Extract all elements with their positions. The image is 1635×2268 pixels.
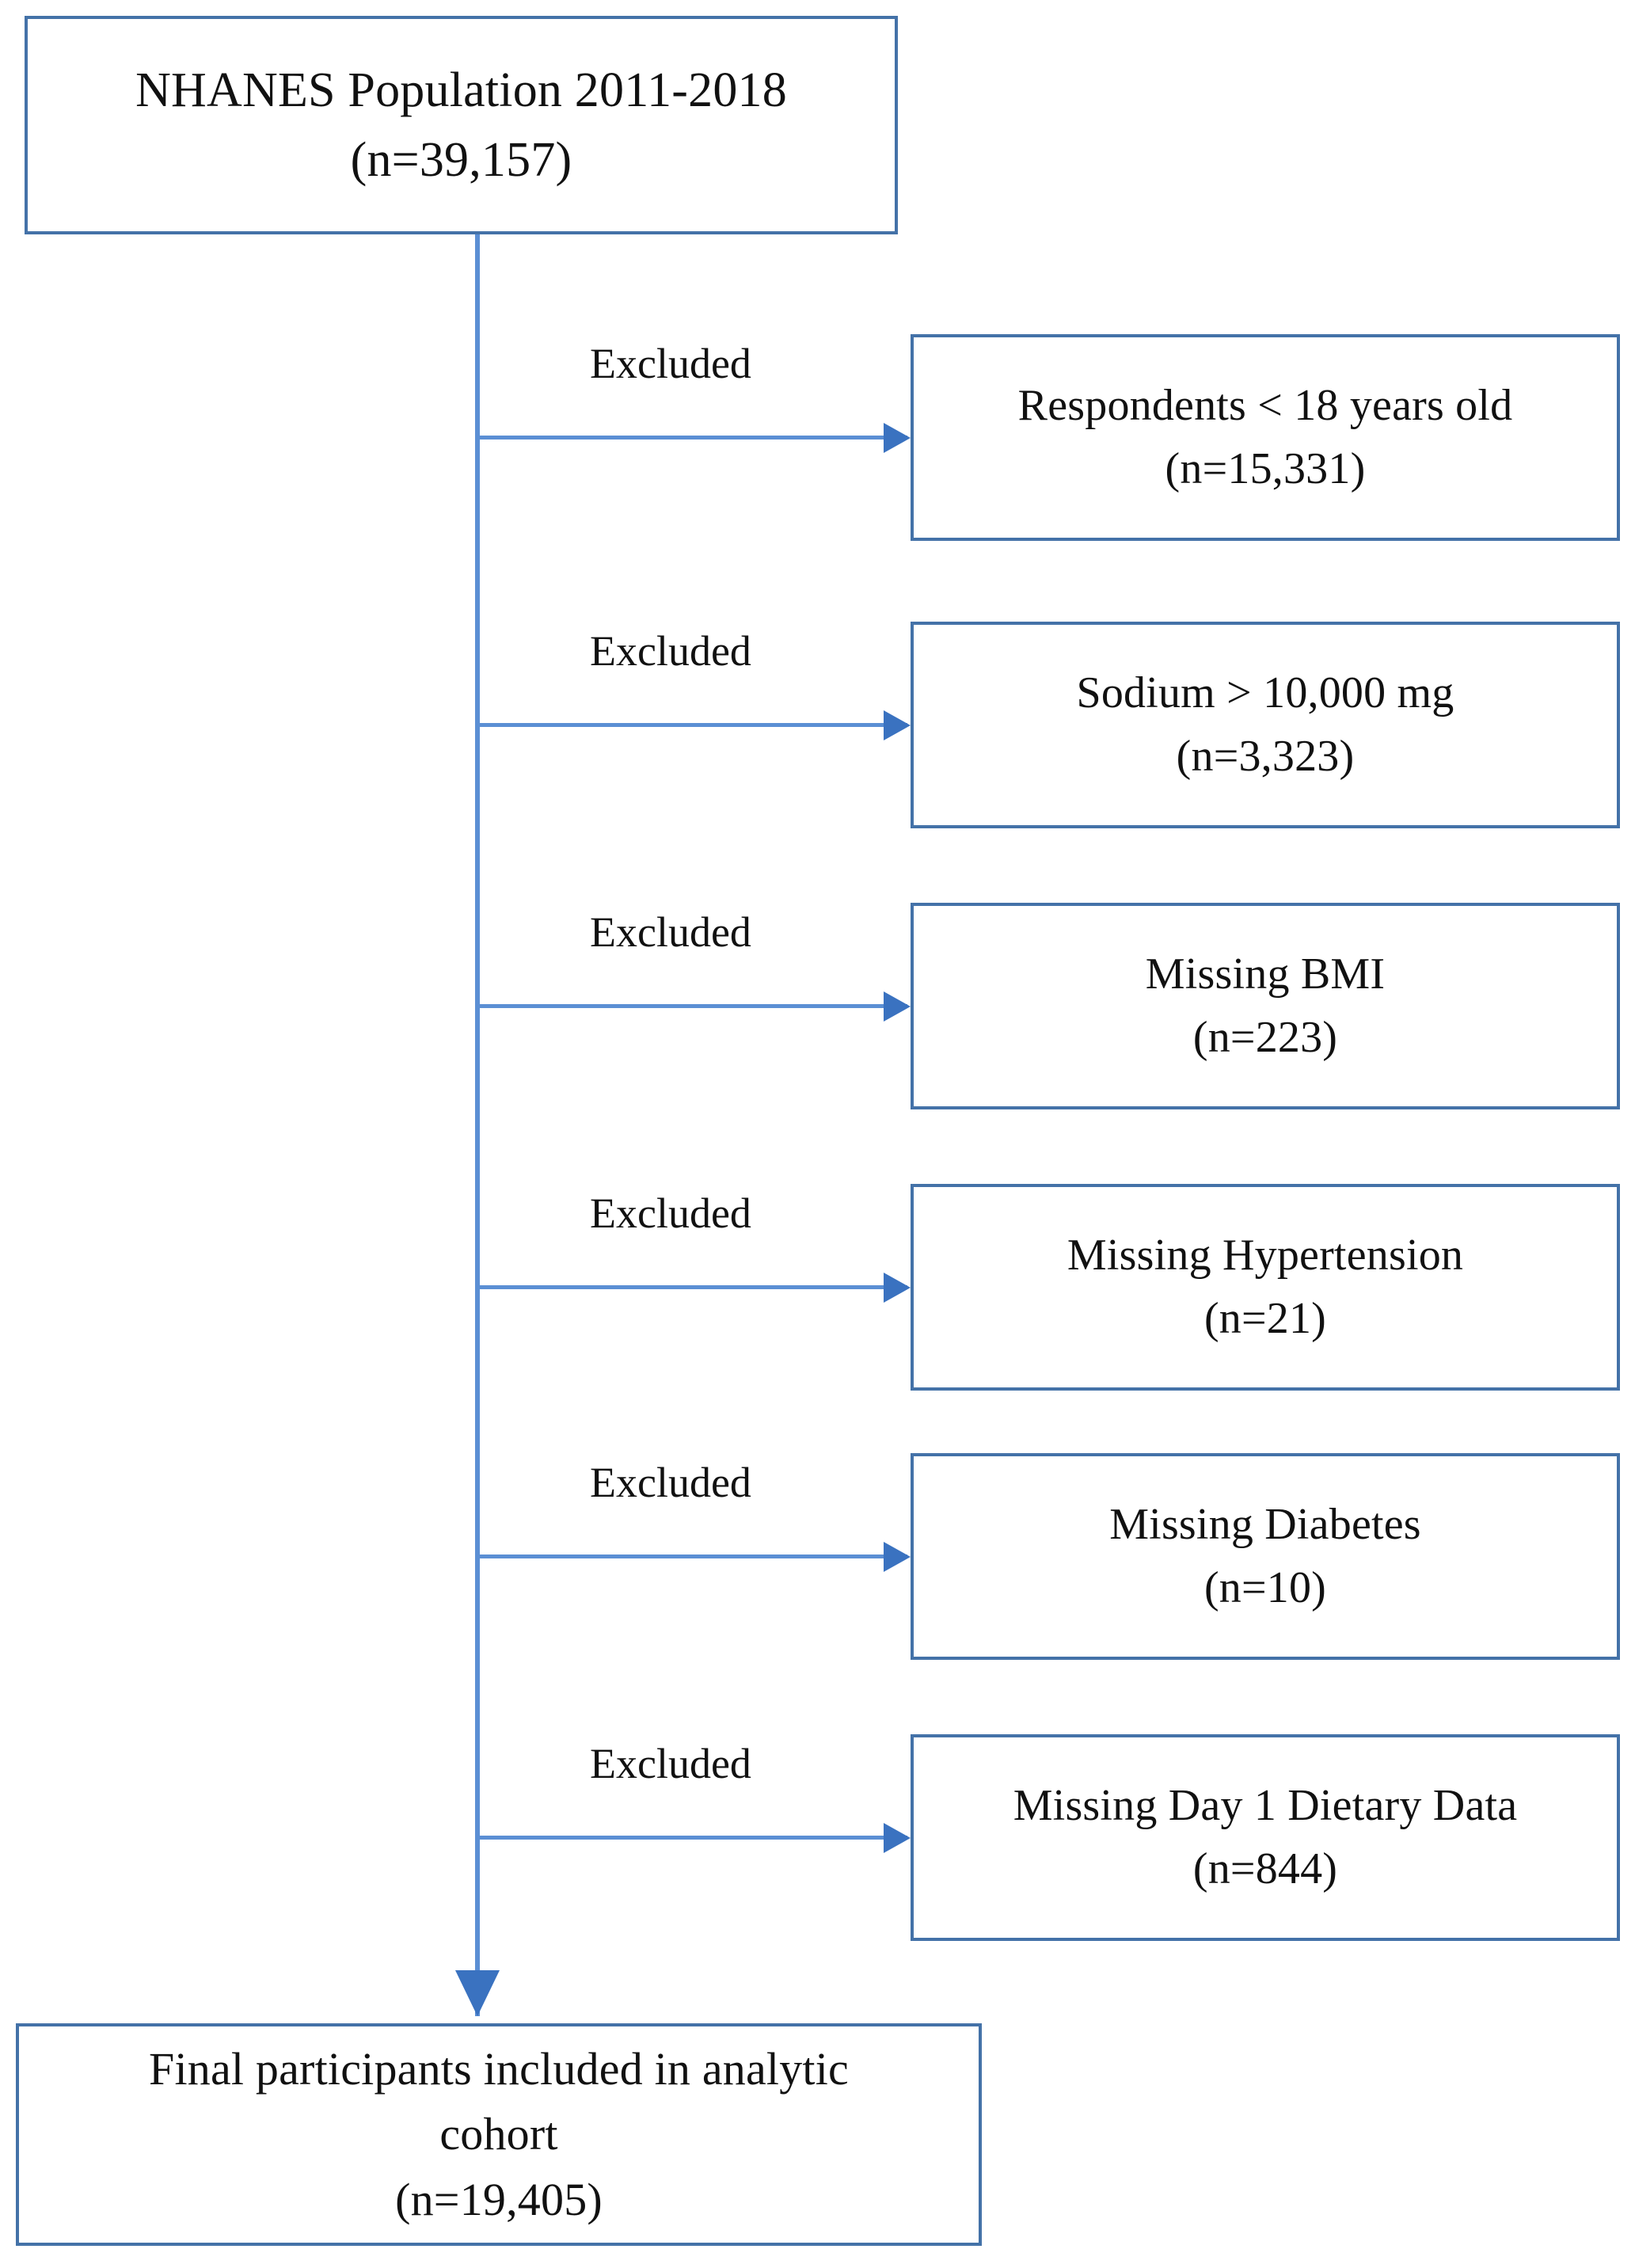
root-node-label: NHANES Population 2011-2018 (n=39,157) bbox=[135, 63, 787, 187]
exclusion-box-4-text: Missing Hypertension (n=21) bbox=[1067, 1230, 1464, 1343]
exclusion-box-3: Missing BMI (n=223) bbox=[911, 903, 1620, 1109]
exclusion-box-3-text: Missing BMI (n=223) bbox=[1145, 949, 1386, 1062]
exclusion-box-6: Missing Day 1 Dietary Data (n=844) bbox=[911, 1734, 1620, 1941]
exclusion-label-4: Excluded bbox=[590, 1189, 751, 1237]
exclusion-box-6-text: Missing Day 1 Dietary Data (n=844) bbox=[1013, 1780, 1518, 1893]
exclusion-box-1: Respondents < 18 years old (n=15,331) bbox=[911, 334, 1620, 541]
exclusion-arrow-3 bbox=[477, 1004, 907, 1008]
main-vertical-connector bbox=[475, 234, 480, 2016]
exclusion-arrow-2 bbox=[477, 723, 907, 727]
final-cohort-label: Final participants included in analytic … bbox=[148, 2042, 849, 2225]
root-node-box: NHANES Population 2011-2018 (n=39,157) bbox=[25, 16, 898, 234]
exclusion-box-2-text: Sodium > 10,000 mg (n=3,323) bbox=[1076, 668, 1454, 781]
final-cohort-box: Final participants included in analytic … bbox=[16, 2023, 982, 2246]
exclusion-label-6: Excluded bbox=[590, 1740, 751, 1787]
exclusion-label-1: Excluded bbox=[590, 340, 751, 387]
exclusion-label-2: Excluded bbox=[590, 627, 751, 675]
exclusion-arrow-5 bbox=[477, 1554, 907, 1558]
exclusion-label-3: Excluded bbox=[590, 908, 751, 956]
exclusion-arrow-4 bbox=[477, 1285, 907, 1289]
exclusion-label-5: Excluded bbox=[590, 1459, 751, 1506]
final-arrowhead-icon bbox=[455, 1970, 500, 2016]
exclusion-box-1-text: Respondents < 18 years old (n=15,331) bbox=[1017, 380, 1513, 493]
exclusion-arrow-6 bbox=[477, 1836, 907, 1840]
exclusion-box-5: Missing Diabetes (n=10) bbox=[911, 1453, 1620, 1660]
exclusion-box-5-text: Missing Diabetes (n=10) bbox=[1109, 1499, 1421, 1612]
exclusion-box-2: Sodium > 10,000 mg (n=3,323) bbox=[911, 622, 1620, 828]
exclusion-box-4: Missing Hypertension (n=21) bbox=[911, 1184, 1620, 1391]
exclusion-arrow-1 bbox=[477, 436, 907, 440]
